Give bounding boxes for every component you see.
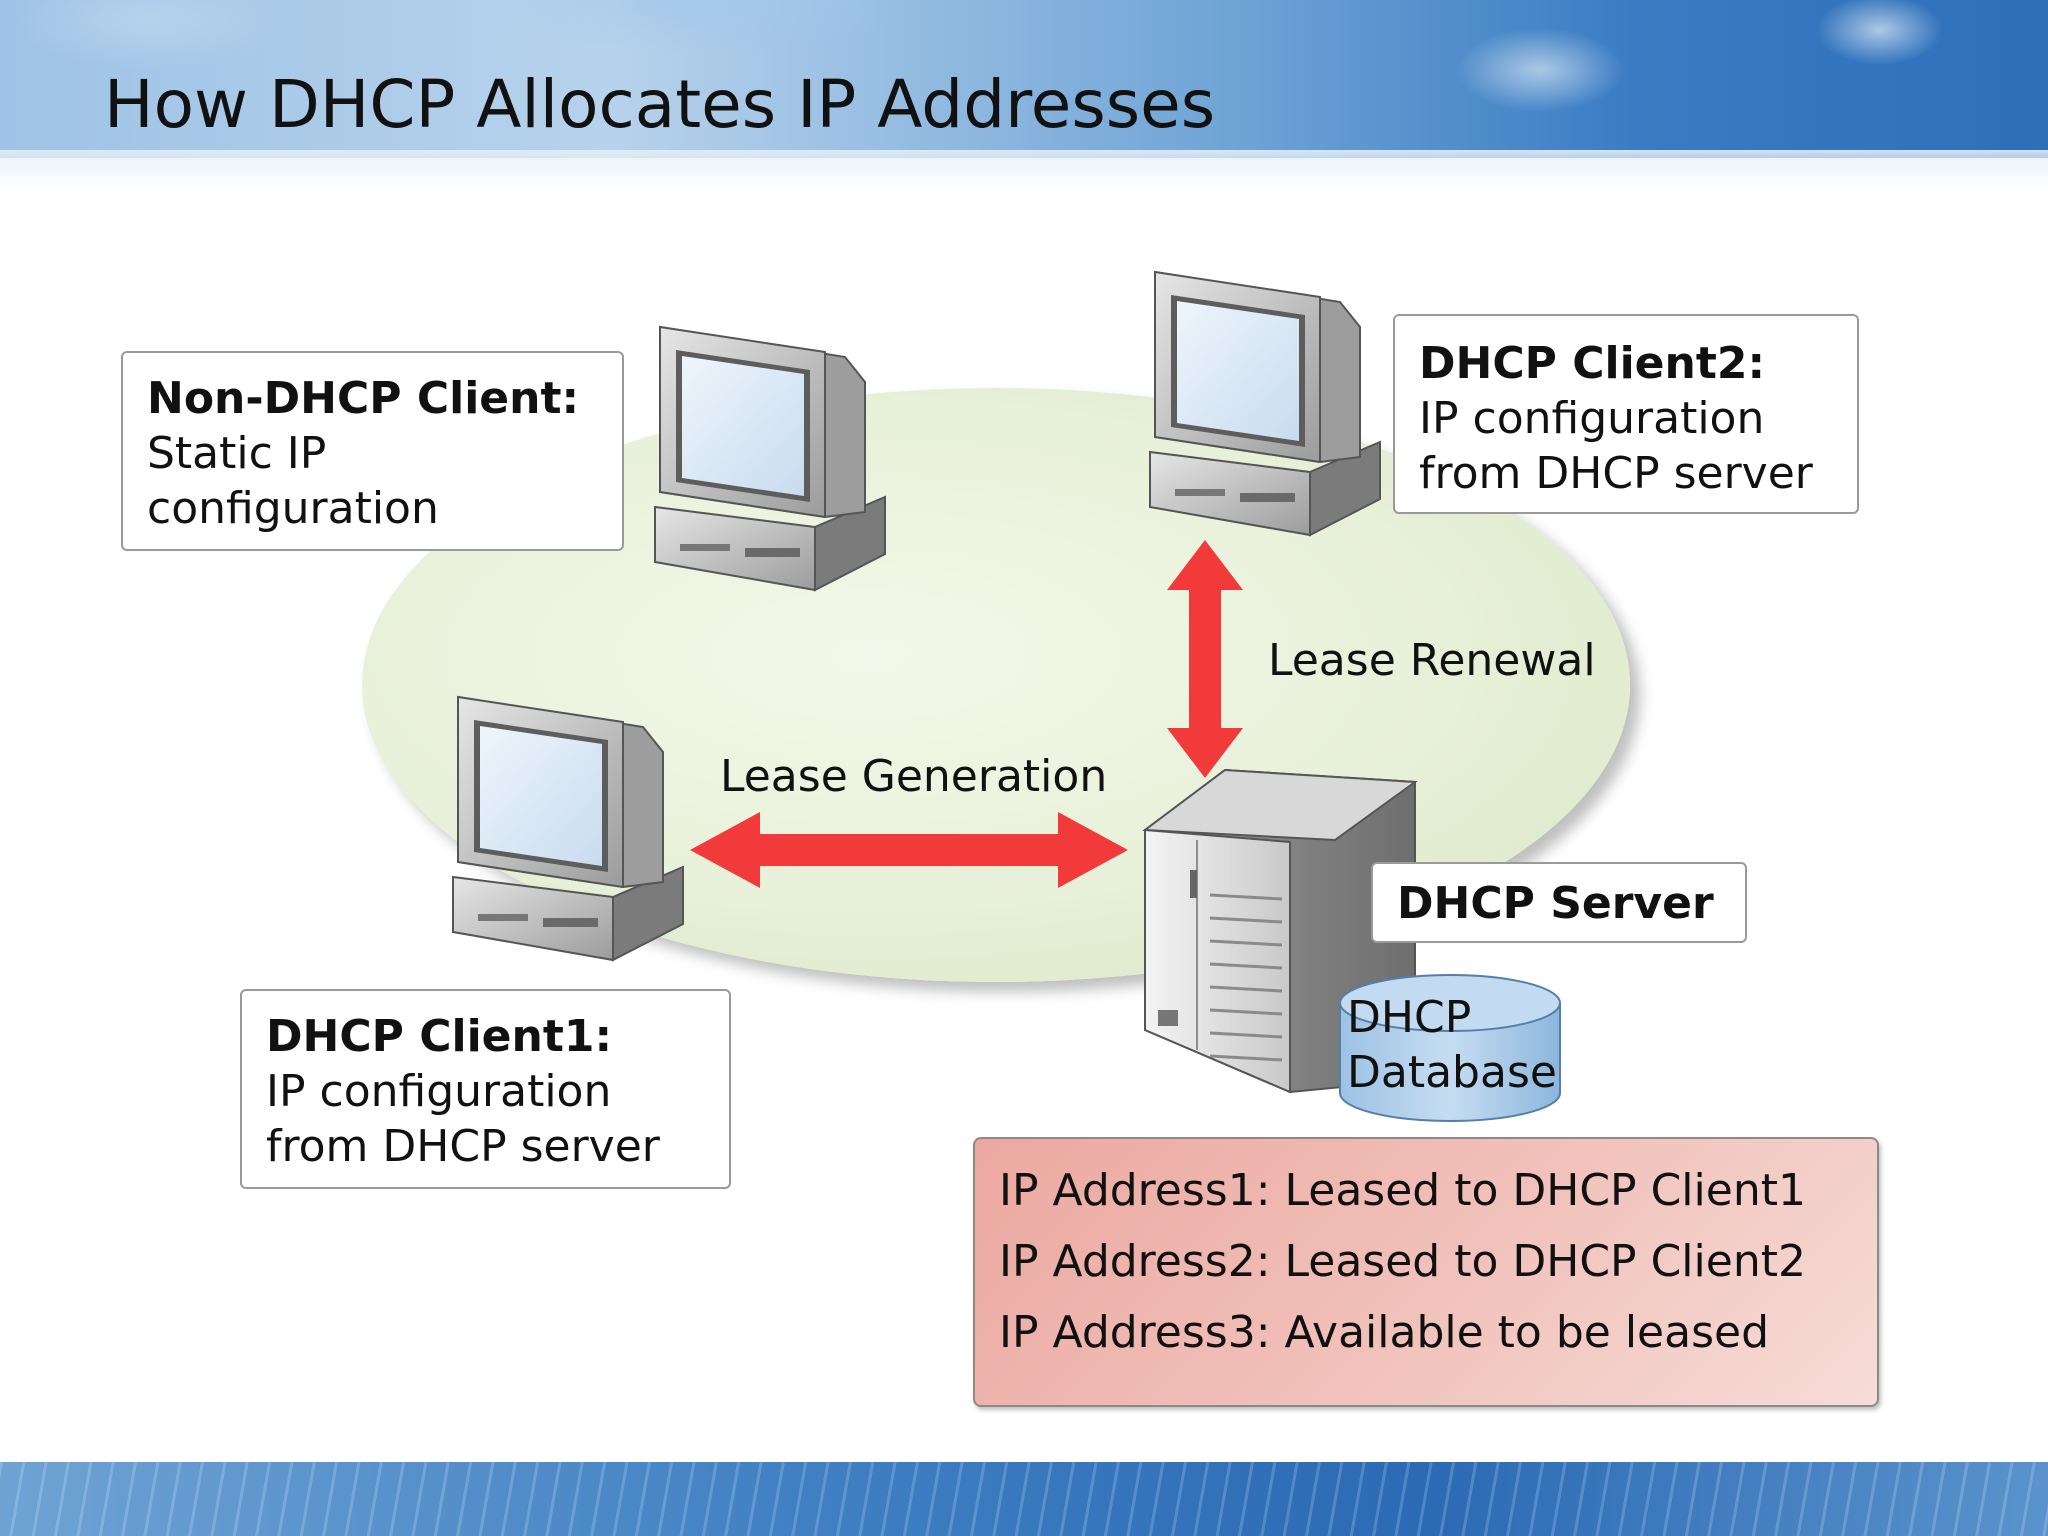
dhcp-client2-label: DHCP Client2: IP configuration from DHCP… bbox=[1393, 314, 1859, 514]
computer-icon bbox=[452, 695, 684, 962]
node-line: from DHCP server bbox=[266, 1121, 660, 1172]
node-line: IP configuration bbox=[266, 1066, 612, 1117]
lease-row: IP Address3: Available to be leased bbox=[999, 1307, 1769, 1358]
lease-generation-arrow bbox=[690, 812, 1128, 888]
node-title: DHCP Client1: bbox=[266, 1011, 613, 1062]
footer-banner bbox=[0, 1462, 2048, 1536]
node-line: from DHCP server bbox=[1419, 448, 1813, 499]
node-line: configuration bbox=[147, 483, 439, 534]
header-banner bbox=[0, 0, 2048, 158]
dhcp-client1-label: DHCP Client1: IP configuration from DHCP… bbox=[240, 989, 731, 1189]
dhcp-database-label: DHCP Database bbox=[1347, 990, 1557, 1100]
lease-row: IP Address2: Leased to DHCP Client2 bbox=[999, 1236, 1806, 1287]
node-title: DHCP Server bbox=[1397, 878, 1714, 929]
node-line: Static IP bbox=[147, 428, 327, 479]
non-dhcp-client-label: Non-DHCP Client: Static IP configuration bbox=[121, 351, 624, 551]
node-title: Non-DHCP Client: bbox=[147, 373, 580, 424]
computer-icon bbox=[654, 325, 886, 592]
dhcp-server-label: DHCP Server bbox=[1371, 862, 1747, 943]
lease-generation-label: Lease Generation bbox=[720, 751, 1108, 802]
database-line: DHCP bbox=[1347, 992, 1472, 1043]
database-line: Database bbox=[1347, 1047, 1557, 1098]
lease-row: IP Address1: Leased to DHCP Client1 bbox=[999, 1165, 1806, 1216]
computer-icon bbox=[1149, 270, 1381, 537]
node-title: DHCP Client2: bbox=[1419, 338, 1766, 389]
header-fade bbox=[0, 150, 2048, 190]
lease-renewal-arrow bbox=[1167, 540, 1243, 778]
lease-table: IP Address1: Leased to DHCP Client1 IP A… bbox=[973, 1137, 1879, 1407]
slide-title: How DHCP Allocates IP Addresses bbox=[104, 66, 1216, 143]
node-line: IP configuration bbox=[1419, 393, 1765, 444]
lease-renewal-label: Lease Renewal bbox=[1268, 635, 1596, 686]
database-icon bbox=[1339, 974, 1561, 1122]
